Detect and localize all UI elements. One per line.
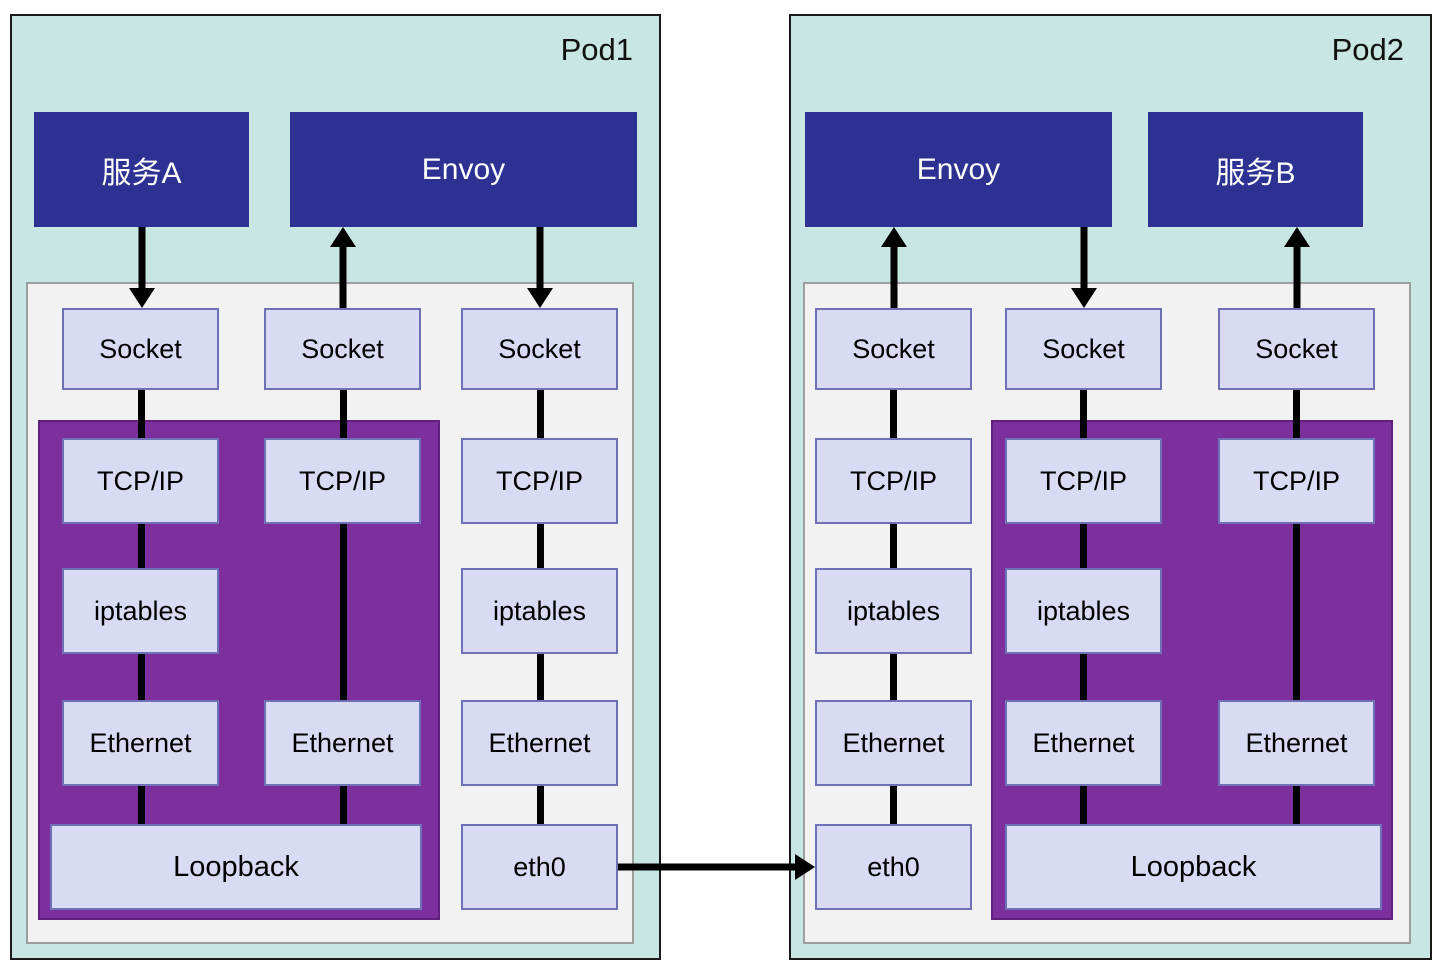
pod2-envoy-box: Envoy [805, 112, 1112, 227]
pod1-col2-connector-line [340, 390, 347, 824]
pod1-arrow-service-to-socket-down-icon [129, 227, 155, 308]
pod2-arrow-envoy-to-socket-down-icon [1071, 227, 1097, 308]
pod1-col3-iptables-box: iptables [461, 568, 618, 654]
pod1-arrow-socket-to-envoy-up-icon [330, 227, 356, 308]
pod2-col2-iptables-box: iptables [1005, 568, 1162, 654]
pod1-col3-tcpip-box: TCP/IP [461, 438, 618, 524]
pod2-col1-iptables-box: iptables [815, 568, 972, 654]
pod1-eth0-box: eth0 [461, 824, 618, 910]
pod1-col1-iptables-box: iptables [62, 568, 219, 654]
pod2-arrow-socket-to-envoy-up-icon [881, 227, 907, 308]
pod2-container: Pod2 Envoy 服务B Socket TCP/IP iptables Et… [789, 14, 1432, 960]
arrow-shaft [536, 227, 544, 290]
arrowhead-right-icon [795, 854, 815, 880]
pod2-service-b-box: 服务B [1148, 112, 1363, 227]
pod2-col2-tcpip-box: TCP/IP [1005, 438, 1162, 524]
pod2-arrow-socket-to-service-up-icon [1284, 227, 1310, 308]
pod1-loopback-box: Loopback [50, 824, 422, 910]
arrow-shaft [890, 245, 898, 308]
arrowhead-up-icon [330, 227, 356, 247]
pod2-col3-tcpip-box: TCP/IP [1218, 438, 1375, 524]
arrowhead-down-icon [527, 288, 553, 308]
pod1-arrow-envoy-to-socket-down-icon [527, 227, 553, 308]
pod1-col1-socket-box: Socket [62, 308, 219, 390]
arrowhead-down-icon [129, 288, 155, 308]
pod2-network-stack-panel: Socket TCP/IP iptables Ethernet Socket T… [803, 282, 1411, 944]
arrow-pod1-eth0-to-pod2-eth0-icon [618, 854, 815, 880]
arrow-shaft [1080, 227, 1088, 290]
pod2-col3-socket-box: Socket [1218, 308, 1375, 390]
pod2-loopback-box: Loopback [1005, 824, 1382, 910]
pod1-envoy-box: Envoy [290, 112, 637, 227]
pod1-col2-socket-box: Socket [264, 308, 421, 390]
pod1-col2-tcpip-box: TCP/IP [264, 438, 421, 524]
arrowhead-up-icon [1284, 227, 1310, 247]
pod1-col3-ethernet-box: Ethernet [461, 700, 618, 786]
arrow-shaft [1293, 245, 1301, 308]
pod1-title: Pod1 [560, 32, 633, 67]
pod2-eth0-box: eth0 [815, 824, 972, 910]
arrow-shaft [339, 245, 347, 308]
arrowhead-down-icon [1071, 288, 1097, 308]
pod1-col3-socket-box: Socket [461, 308, 618, 390]
pod1-network-stack-panel: Socket TCP/IP iptables Ethernet Socket T… [26, 282, 634, 944]
pod2-col3-ethernet-box: Ethernet [1218, 700, 1375, 786]
arrow-shaft [618, 863, 797, 871]
pod1-container: Pod1 服务A Envoy Socket TCP/IP iptables Et… [10, 14, 661, 960]
pod2-col3-connector-line [1293, 390, 1300, 824]
pod2-col2-ethernet-box: Ethernet [1005, 700, 1162, 786]
pod1-col1-ethernet-box: Ethernet [62, 700, 219, 786]
pod2-col1-tcpip-box: TCP/IP [815, 438, 972, 524]
arrowhead-up-icon [881, 227, 907, 247]
pod2-title: Pod2 [1331, 32, 1404, 67]
pod2-col1-socket-box: Socket [815, 308, 972, 390]
pod1-col2-ethernet-box: Ethernet [264, 700, 421, 786]
pod2-col2-socket-box: Socket [1005, 308, 1162, 390]
arrow-shaft [138, 227, 146, 290]
pod2-col1-ethernet-box: Ethernet [815, 700, 972, 786]
pod1-col1-tcpip-box: TCP/IP [62, 438, 219, 524]
pod1-service-a-box: 服务A [34, 112, 249, 227]
